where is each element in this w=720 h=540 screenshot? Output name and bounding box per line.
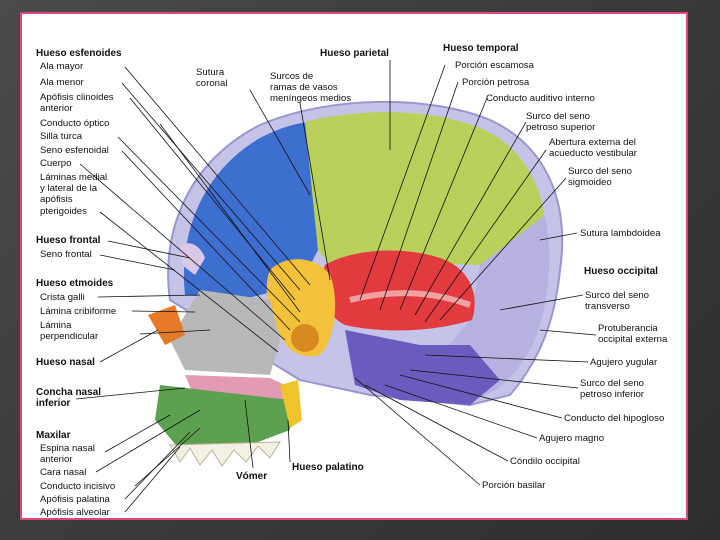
label-vomer: Vómer [236, 471, 268, 482]
label-ala-menor: Ala menor [40, 77, 84, 88]
label-laminas-3: apófisis [40, 194, 73, 205]
label-surcos-2: ramas de vasos [270, 82, 338, 93]
label-petroso-sup-1: Surco del seno [526, 111, 590, 122]
label-surcos-3: meníngeos medios [270, 93, 352, 104]
label-petroso-inf-2: petroso inferior [580, 389, 644, 400]
label-apofisis-clinoides-2: anterior [40, 103, 73, 114]
label-conducto-hipogloso: Conducto del hipogloso [564, 413, 665, 424]
label-transverso-2: transverso [585, 301, 630, 312]
label-hueso-temporal: Hueso temporal [443, 43, 519, 54]
label-seno-frontal: Seno frontal [40, 249, 92, 260]
label-ala-mayor: Ala mayor [40, 61, 84, 72]
label-laminas-2: y lateral de la [40, 183, 98, 194]
label-porcion-petrosa: Porción petrosa [462, 77, 530, 88]
nasal-bone [148, 305, 185, 345]
ethmoid-bone [170, 290, 280, 375]
label-espina-nasal-2: anterior [40, 454, 73, 465]
label-hueso-parietal: Hueso parietal [320, 48, 389, 59]
label-porcion-basilar: Porción basilar [482, 480, 546, 491]
label-hueso-occipital: Hueso occipital [584, 266, 658, 277]
label-transverso-1: Surco del seno [585, 290, 649, 301]
label-protuberancia-1: Protuberancia [598, 323, 658, 334]
label-sutura-lambdoidea: Sutura lambdoidea [580, 228, 661, 239]
label-agujero-yugular: Agujero yugular [590, 357, 658, 368]
label-sigmoideo-2: sigmoideo [568, 177, 612, 188]
palatine-bone [280, 380, 302, 428]
label-laminas-1: Láminas medial [40, 172, 108, 183]
label-petroso-inf-1: Surco del seno [580, 378, 644, 389]
label-hueso-esfenoides: Hueso esfenoides [36, 48, 122, 59]
label-conducto-optico: Conducto óptico [40, 118, 110, 129]
label-lamina-cribiforme: Lámina cribiforme [40, 306, 117, 317]
label-apofisis-palatina: Apófisis palatina [40, 494, 110, 505]
label-maxilar: Maxilar [36, 430, 71, 441]
label-condilo-occipital: Cóndilo occipital [510, 456, 580, 467]
label-apofisis-clinoides: Apófisis clinoides [40, 92, 114, 103]
label-conducto-auditivo: Conducto auditivo interno [486, 93, 595, 104]
label-hueso-palatino: Hueso palatino [292, 462, 364, 473]
label-hueso-nasal: Hueso nasal [36, 357, 95, 368]
label-laminas-4: pterigoides [40, 206, 87, 217]
label-hueso-etmoides: Hueso etmoides [36, 278, 114, 289]
label-lamina-perp-2: perpendicular [40, 331, 99, 342]
label-hueso-frontal: Hueso frontal [36, 235, 101, 246]
sphenoid-bone [266, 259, 336, 357]
label-cara-nasal: Cara nasal [40, 467, 87, 478]
label-concha-nasal-2: inferior [36, 398, 71, 409]
label-crista-galli: Crista galli [40, 292, 85, 303]
label-vestibular-1: Abertura externa del [549, 137, 636, 148]
label-sutura-coronal-2: coronal [196, 78, 228, 89]
label-seno-esfenoidal: Seno esfenoidal [40, 145, 109, 156]
label-apofisis-alveolar: Apófisis alveolar [40, 507, 110, 518]
leader-lines [75, 60, 597, 513]
label-protuberancia-2: occipital externa [598, 334, 668, 345]
label-surcos-1: Surcos de [270, 71, 314, 82]
label-porcion-escamosa: Porción escamosa [455, 60, 534, 71]
label-petroso-sup-2: petroso superior [526, 122, 596, 133]
label-cuerpo: Cuerpo [40, 158, 72, 169]
label-agujero-magno: Agujero magno [539, 433, 605, 444]
label-vestibular-2: acueducto vestibular [549, 148, 637, 159]
label-sutura-coronal-1: Sutura [196, 67, 225, 78]
basilar-part [345, 330, 500, 405]
label-espina-nasal-1: Espina nasal [40, 443, 95, 454]
label-silla-turca: Silla turca [40, 131, 83, 142]
label-concha-nasal-1: Concha nasal [36, 387, 102, 398]
label-lamina-perp-1: Lámina [40, 320, 72, 331]
parietal-bone [305, 112, 545, 266]
label-sigmoideo-1: Surco del seno [568, 166, 632, 177]
label-conducto-incisivo: Conducto incisivo [40, 481, 116, 492]
